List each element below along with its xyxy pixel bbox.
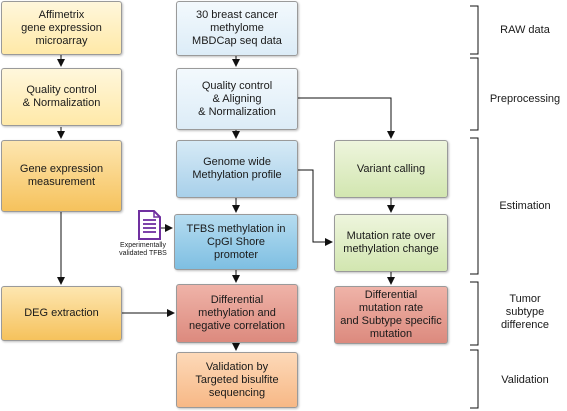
bracket-estimation — [470, 137, 479, 275]
node-validation-bisulfite: Validation by Targeted bisulfite sequenc… — [176, 352, 298, 408]
node-variant-calling: Variant calling — [334, 140, 448, 198]
node-deg-extraction: DEG extraction — [1, 286, 122, 341]
stage-estimation: Estimation — [499, 200, 551, 212]
stage-raw-data: RAW data — [500, 24, 550, 36]
stage-brackets — [470, 5, 479, 409]
node-qc-aligning: Quality control & Aligning & Normalizati… — [176, 68, 298, 130]
bracket-raw — [470, 5, 479, 55]
node-mutation-rate: Mutation rate over methylation change — [334, 214, 448, 272]
arrow-genome-to-mutation — [298, 169, 333, 246]
arrow-qc-align-to-variant — [298, 97, 395, 139]
node-differential-methylation: Differential methylation and negative co… — [176, 284, 298, 343]
document-icon — [138, 210, 161, 240]
node-breast-cancer-data: 30 breast cancer methylome MBDCap seq da… — [176, 1, 298, 56]
node-differential-mutation: Differential mutation rate and Subtype s… — [334, 286, 448, 344]
node-tfbs-methylation: TFBS methylation in CpGI Shore promoter — [174, 214, 298, 270]
bracket-preprocessing — [470, 57, 479, 131]
stage-preprocessing: Preprocessing — [489, 93, 561, 105]
stage-validation: Validation — [501, 374, 549, 386]
stage-tumor-subtype: Tumor subtype difference — [500, 293, 550, 331]
bracket-tumor — [470, 281, 479, 346]
bracket-validation — [470, 349, 479, 409]
document-label: Experimentally validated TFBS — [119, 242, 167, 257]
node-gene-expression: Gene expression measurement — [1, 140, 122, 212]
node-qc-normalization-left: Quality control & Normalization — [1, 68, 122, 126]
node-affimetrix: Affimetrix gene expression microarray — [1, 1, 122, 55]
node-genome-wide: Genome wide Methylation profile — [176, 140, 298, 198]
